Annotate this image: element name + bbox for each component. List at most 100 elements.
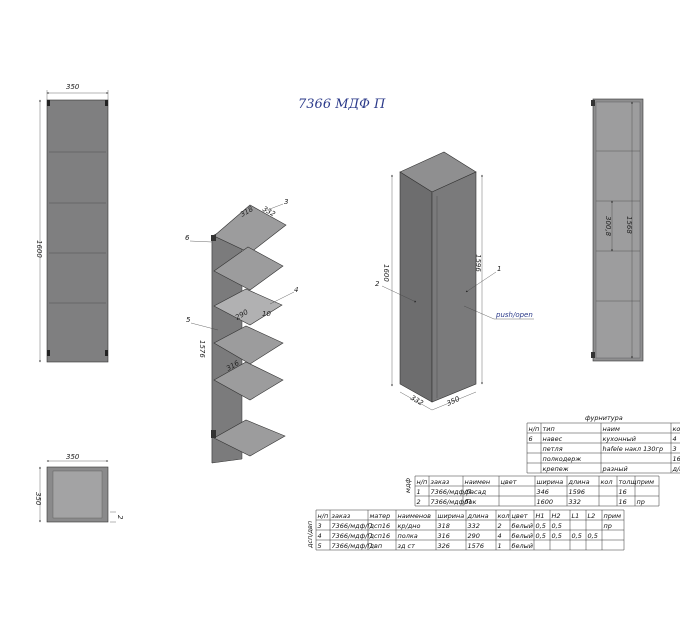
- table-cell: полка: [398, 532, 418, 540]
- table-cell: дсп16: [369, 532, 391, 540]
- table-cell: навес: [543, 435, 563, 443]
- table-header-cell: н/п: [529, 425, 540, 433]
- iso-depth: 350: [445, 395, 461, 408]
- top-depth-label: 350: [34, 492, 42, 506]
- table-header-cell: ширина: [537, 478, 564, 486]
- table-header-cell: ширина: [438, 512, 465, 520]
- callout-5: 5: [186, 316, 191, 324]
- table-header-cell: заказ: [431, 478, 450, 486]
- facade-side-label: мдф: [404, 478, 412, 493]
- table-cell: 346: [537, 488, 549, 496]
- table-header-cell: заказ: [332, 512, 351, 520]
- front-panel: [46, 99, 109, 363]
- panel-side-label: дсп/двп: [306, 521, 314, 549]
- iso-callout-2: 2: [375, 280, 380, 288]
- hardware-table-title: фурнитура: [585, 414, 623, 422]
- push-open-label: push/open: [495, 311, 533, 319]
- callout-3: 3: [284, 198, 288, 206]
- callout-4: 4: [294, 286, 298, 294]
- table-cell: 4: [318, 532, 322, 540]
- table-cell: 4: [673, 435, 677, 443]
- iso-height-right: 1596: [474, 254, 482, 272]
- table-header-cell: длина: [467, 512, 489, 520]
- table-cell: 7366/мдф/П: [332, 542, 373, 550]
- table-cell: бок: [465, 498, 477, 506]
- table-cell: фасад: [465, 488, 487, 496]
- table-header-cell: наименов: [398, 512, 432, 520]
- iso-callout-1: 1: [497, 265, 501, 273]
- exploded-view: 318 332 290 10 1576 316 3 4 5 6: [185, 198, 298, 464]
- side-view: 300,8 1568: [591, 98, 644, 362]
- iso-height-left: 1600: [382, 264, 390, 282]
- table-header-cell: кол: [498, 512, 510, 520]
- table-cell: белый: [512, 532, 534, 540]
- tables-group: фурнитуран/птипнаимкол6навескухонный4пет…: [306, 414, 680, 551]
- table-cell: 0,5: [572, 532, 582, 540]
- table-cell: кухонный: [603, 435, 636, 443]
- table-cell: 0,5: [536, 522, 546, 530]
- table-cell: 0,5: [588, 532, 598, 540]
- table-header-cell: н/п: [318, 512, 329, 520]
- table-header-cell: кол: [601, 478, 613, 486]
- table-cell: 7366/мдф/П: [332, 532, 373, 540]
- table-cell: 16: [619, 498, 627, 506]
- table-cell: кр/дно: [398, 522, 421, 530]
- table-cell: 0,5: [552, 522, 562, 530]
- table-cell: 316: [438, 532, 450, 540]
- top-width-label: 350: [66, 453, 80, 461]
- table-cell: 3: [318, 522, 322, 530]
- drawing-title: 7366 МДФ П: [298, 97, 386, 112]
- table-cell: 332: [468, 522, 480, 530]
- table-cell: 318: [438, 522, 450, 530]
- table-cell: 290: [468, 532, 480, 540]
- table-cell: д/к: [672, 465, 680, 473]
- table-cell: 7366/мдф/П: [431, 498, 472, 506]
- table-header-cell: тип: [543, 425, 555, 433]
- table-header-cell: наим: [603, 425, 620, 433]
- table-cell: зд ст: [398, 542, 416, 550]
- table-cell: 1600: [537, 498, 554, 506]
- table-cell: разный: [602, 465, 628, 473]
- table-header-cell: цвет: [512, 512, 528, 520]
- side-total-label: 1568: [625, 216, 633, 234]
- exploded-shelf-small: 10: [262, 310, 271, 318]
- table-cell: дсп16: [369, 522, 391, 530]
- table-header-cell: длина: [568, 478, 590, 486]
- table-cell: 3: [673, 445, 677, 453]
- side-inner-label: 300,8: [604, 216, 612, 237]
- table-header-cell: наимен: [465, 478, 491, 486]
- top-small-label: 2: [116, 515, 124, 520]
- front-width-label: 350: [66, 83, 80, 91]
- table-cell: 5: [318, 542, 322, 550]
- table-cell: крепеж: [543, 465, 569, 473]
- table-header-cell: H2: [552, 512, 561, 520]
- table-cell: 1596: [569, 488, 586, 496]
- table-cell: 332: [569, 498, 581, 506]
- table-cell: 1: [498, 542, 502, 550]
- table-header-cell: H1: [536, 512, 545, 520]
- exploded-side-h: 1576: [198, 340, 206, 358]
- table-cell: 16: [673, 455, 680, 463]
- table-cell: 16: [619, 488, 627, 496]
- table-header-cell: прим: [604, 512, 622, 520]
- table-cell: 1576: [468, 542, 485, 550]
- table-header-cell: прим: [637, 478, 655, 486]
- table-cell: пр: [637, 498, 645, 506]
- table-cell: 2: [498, 522, 502, 530]
- table-cell: hafele накл 130гр: [603, 445, 664, 453]
- table-cell: двп: [369, 542, 383, 550]
- table-cell: 4: [498, 532, 502, 540]
- table-header-cell: н/п: [417, 478, 428, 486]
- table-header-cell: кол: [673, 425, 680, 433]
- isometric-view: 1600 1596 332 350 2 1 push/open: [375, 151, 534, 411]
- table-header-cell: толщ: [619, 478, 637, 486]
- table-cell: 0,5: [552, 532, 562, 540]
- table-cell: 2: [417, 498, 421, 506]
- table-header-cell: L1: [572, 512, 580, 520]
- table-cell: 6: [529, 435, 533, 443]
- table-header-cell: L2: [588, 512, 596, 520]
- table-cell: петля: [543, 445, 563, 453]
